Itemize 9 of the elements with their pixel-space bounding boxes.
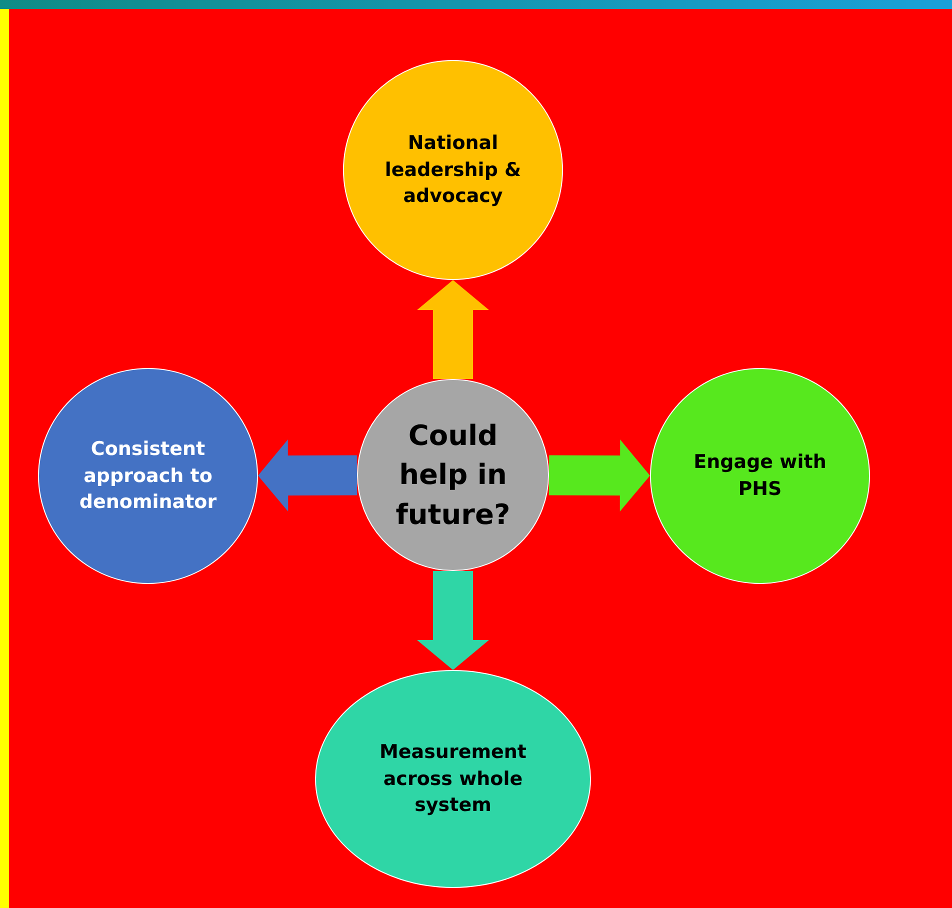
block-arrow xyxy=(258,440,358,512)
node-label: Engage with PHS xyxy=(692,450,828,502)
block-arrow xyxy=(417,571,489,670)
node-label: National leadership & advocacy xyxy=(384,131,522,210)
block-arrow xyxy=(548,440,650,512)
node-label: Could help in future? xyxy=(394,418,512,533)
node-label: Measurement across whole system xyxy=(378,740,528,818)
block-arrow xyxy=(417,280,489,379)
node-label: Consistent approach to denominator xyxy=(78,437,218,516)
